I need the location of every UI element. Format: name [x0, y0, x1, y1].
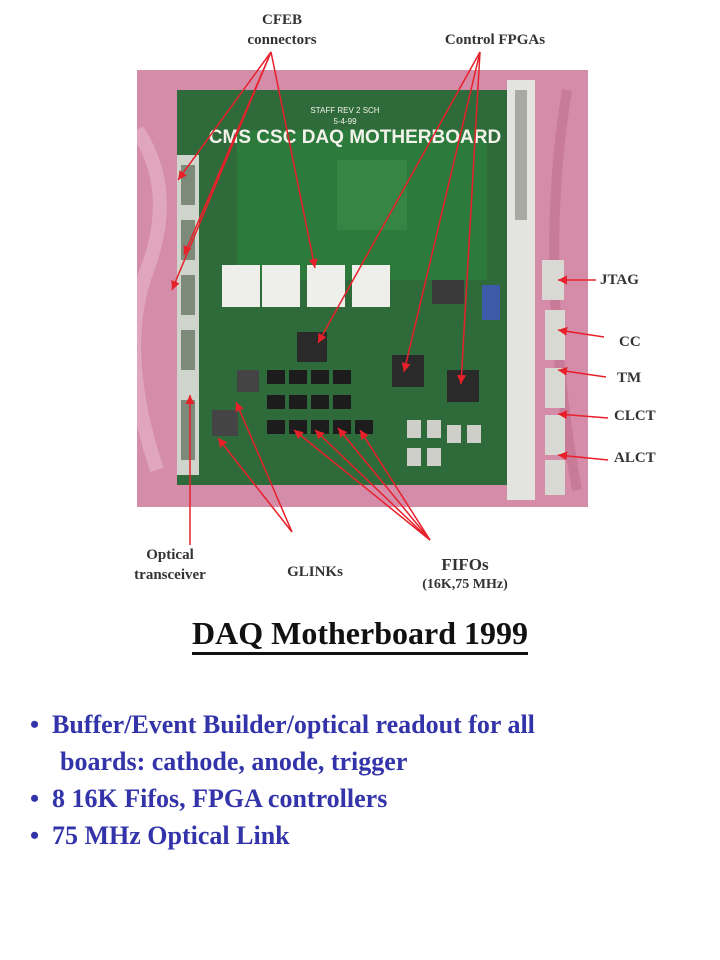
bullet-dot-icon: • — [30, 821, 40, 850]
label-tm: TM — [617, 370, 642, 386]
label-clct: CLCT — [614, 408, 656, 424]
label-alct: ALCT — [614, 450, 656, 466]
label-optical-line2: transceiver — [134, 567, 206, 583]
label-cfeb-line2: connectors — [247, 32, 317, 48]
bullet-item: • 8 16K Fifos, FPGA controllers — [30, 780, 710, 817]
label-cc: CC — [619, 334, 641, 350]
board-name-text: CMS CSC DAQ MOTHERBOARD — [209, 127, 501, 148]
board-rev-text: STAFF REV 2 SCH — [310, 106, 379, 115]
bullet-text: 75 MHz Optical Link — [52, 821, 290, 850]
page-title-text: DAQ Motherboard 1999 — [192, 615, 528, 655]
label-fifos-sub: (16K,75 MHz) — [422, 577, 508, 592]
board-photo: STAFF REV 2 SCH 5-4-99 CMS CSC DAQ MOTHE… — [137, 70, 588, 507]
page-title: DAQ Motherboard 1999 — [0, 615, 720, 655]
label-fifos: FIFOs (16K,75 MHz) — [390, 555, 540, 595]
bullet-text: 8 16K Fifos, FPGA controllers — [52, 784, 388, 813]
board-photo-drawing: STAFF REV 2 SCH 5-4-99 CMS CSC DAQ MOTHE… — [137, 70, 588, 507]
label-optical-transceiver: Optical transceiver — [110, 545, 230, 585]
label-cfeb-line1: CFEB — [261, 12, 302, 28]
bullet-text-continuation: boards: cathode, anode, trigger — [60, 747, 408, 776]
board-date-text: 5-4-99 — [333, 117, 357, 126]
label-optical-line1: Optical — [146, 547, 194, 563]
label-jtag: JTAG — [600, 272, 639, 288]
label-cfeb-connectors: CFEB connectors — [222, 10, 342, 50]
label-control-fpgas: Control FPGAs — [444, 32, 546, 48]
bullet-dot-icon: • — [30, 784, 40, 813]
bullet-dot-icon: • — [30, 710, 40, 739]
bullet-item: • Buffer/Event Builder/optical readout f… — [30, 706, 710, 780]
bullet-text: Buffer/Event Builder/optical readout for… — [52, 710, 535, 739]
label-glinks: GLINKs — [287, 564, 343, 580]
bullet-item: • 75 MHz Optical Link — [30, 817, 710, 854]
label-fifos-main: FIFOs — [441, 555, 489, 574]
bullet-list: • Buffer/Event Builder/optical readout f… — [30, 706, 710, 854]
